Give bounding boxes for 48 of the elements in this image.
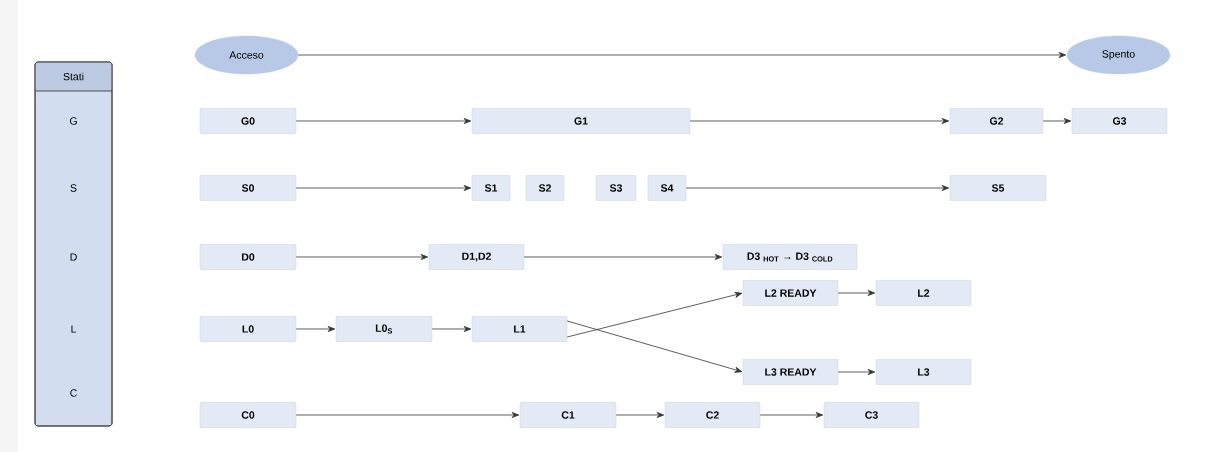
state-box: L0$_{S}$: [335, 316, 433, 342]
state-box: D0: [199, 244, 297, 270]
state-box: C1: [519, 402, 617, 428]
arrow: [759, 412, 824, 418]
state-box: L3: [875, 359, 972, 385]
lane-label: C: [70, 389, 77, 397]
state-box: L2 READY: [742, 280, 839, 306]
state-box: D1,D2: [428, 244, 525, 270]
arrow: [689, 118, 950, 124]
lane-label: S: [70, 184, 77, 192]
arrow: [297, 52, 1067, 58]
arrow: [566, 320, 743, 373]
arrow: [837, 290, 876, 296]
state-box: S1: [471, 175, 511, 201]
lane-label: L: [71, 325, 77, 333]
state-box: L2: [875, 280, 972, 306]
state-box: S4: [647, 175, 687, 201]
state-box: S3: [595, 175, 637, 201]
lane-label: D: [70, 253, 77, 261]
arrow: [566, 291, 743, 338]
arrow: [295, 254, 429, 260]
state-box: S0: [199, 175, 297, 201]
arrow: [837, 369, 876, 375]
lane-label: G: [69, 117, 77, 125]
state-box: S5: [949, 175, 1047, 201]
arrow: [431, 326, 472, 332]
state-box: C3: [823, 402, 920, 428]
state-box: G1: [471, 108, 691, 134]
arrow: [615, 412, 665, 418]
state-box: C0: [199, 402, 297, 428]
lane-header: Stati: [63, 72, 84, 81]
state-box: L0: [199, 316, 297, 342]
arrow: [295, 185, 472, 191]
swimlane: [34, 61, 113, 427]
state-box: G3: [1071, 108, 1168, 134]
state-box: G0: [199, 108, 297, 134]
state-box: D3 $_{HOT}$ → D3 $_{COLD}$: [722, 244, 858, 270]
arrow: [523, 254, 723, 260]
arrow: [1042, 118, 1072, 124]
state-box: L1: [471, 316, 568, 342]
arrow: [295, 412, 520, 418]
state-box: L3 READY: [742, 359, 839, 385]
state-box: C2: [664, 402, 761, 428]
arrow: [295, 118, 472, 124]
arrow: [295, 326, 336, 332]
arrow: [685, 185, 950, 191]
state-box: S2: [525, 175, 565, 201]
state-box: G2: [949, 108, 1044, 134]
